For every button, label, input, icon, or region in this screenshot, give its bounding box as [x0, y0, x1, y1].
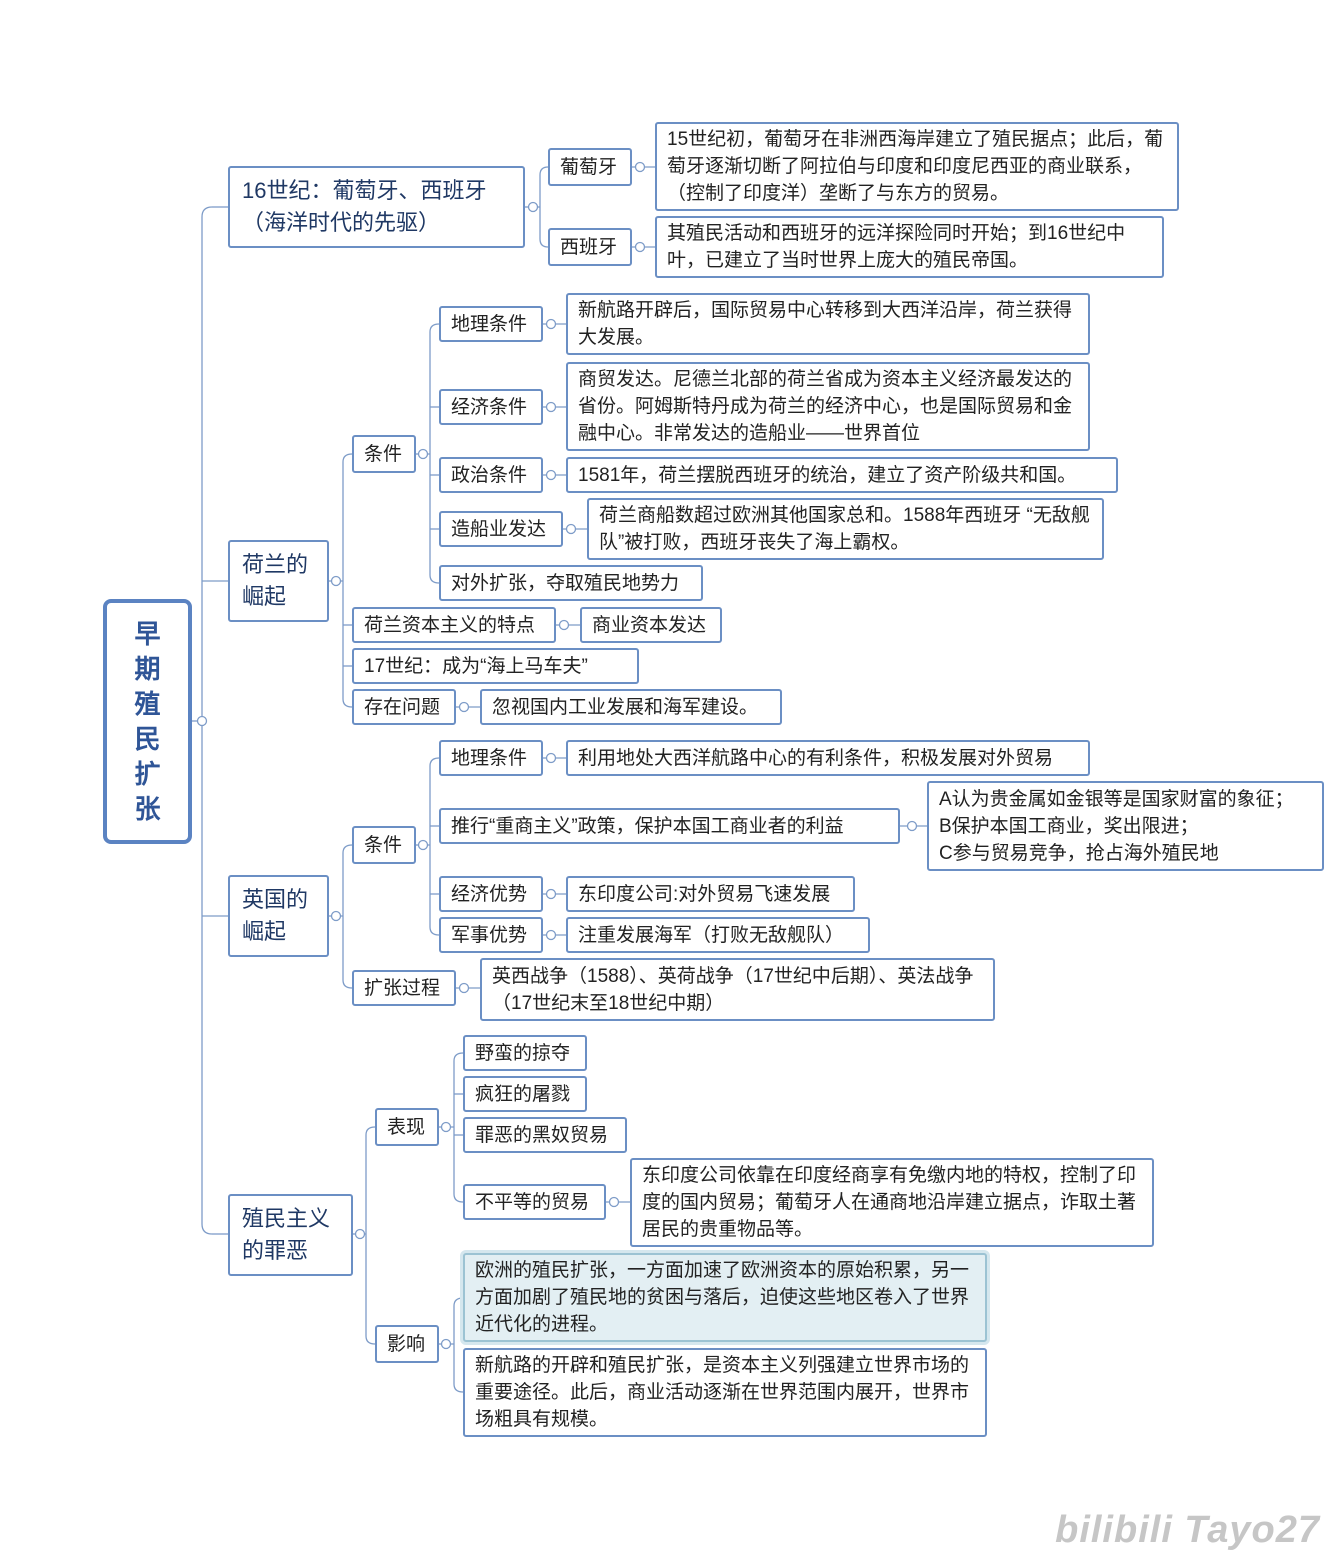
detail-unequal-trade-text: 东印度公司依靠在印度经商享有免缴内地的特权，控制了印度的国内贸易；葡萄牙人在通商… — [642, 1165, 1137, 1240]
detail-uk-military[interactable]: 注重发展海军（打败无敌舰队） — [566, 917, 870, 953]
detail-portugal[interactable]: 15世纪初，葡萄牙在非洲西海岸建立了殖民据点；此后，葡萄牙逐渐切断了阿拉伯与印度… — [655, 122, 1179, 211]
detail-nl-capitalism-feature-text: 商业资本发达 — [592, 614, 707, 636]
topic-manifestations-label: 表现 — [387, 1116, 426, 1138]
detail-nl-geo-text: 新航路开辟后，国际贸易中心转移到大西洋沿岸，荷兰获得大发展。 — [578, 300, 1073, 348]
topic-nl-expansion[interactable]: 对外扩张，夺取殖民地势力 — [439, 565, 703, 601]
detail-impact-1-text: 欧洲的殖民扩张，一方面加速了欧洲资本的原始积累，另一方面加剧了殖民地的贫困与落后… — [475, 1260, 970, 1335]
mercantilism-point-c: C参与贸易竞争，抢占海外殖民地 — [939, 842, 1219, 864]
topic-16th-century[interactable]: 16世纪：葡萄牙、西班牙（海洋时代的先驱） — [228, 166, 525, 248]
detail-nl-shipbuilding[interactable]: 荷兰商船数超过欧洲其他国家总和。1588年西班牙 “无敌舰队”被打败，西班牙丧失… — [587, 498, 1104, 560]
topic-uk-expansion-process-label: 扩张过程 — [364, 977, 441, 999]
detail-impact-2-text: 新航路的开辟和殖民扩张，是资本主义列强建立世界市场的重要途径。此后，商业活动逐渐… — [475, 1355, 970, 1430]
topic-nl-politics[interactable]: 政治条件 — [439, 457, 543, 493]
root-topic[interactable]: 早期殖民扩张 — [103, 599, 192, 844]
topic-massacre-label: 疯狂的屠戮 — [475, 1083, 571, 1105]
topic-uk-econ-label: 经济优势 — [451, 883, 528, 905]
topic-nl-conditions-label: 条件 — [364, 443, 403, 465]
detail-uk-econ[interactable]: 东印度公司:对外贸易飞速发展 — [566, 876, 855, 912]
topic-nl-17th-century[interactable]: 17世纪：成为“海上马车夫” — [352, 648, 639, 684]
topic-nl-shipbuilding[interactable]: 造船业发达 — [439, 511, 563, 547]
topic-uk-econ[interactable]: 经济优势 — [439, 876, 543, 912]
mercantilism-point-a: A认为贵金属如金银等是国家财富的象征； — [939, 788, 1294, 810]
detail-nl-problems-text: 忽视国内工业发展和海军建设。 — [492, 696, 759, 718]
topic-uk-military[interactable]: 军事优势 — [439, 917, 543, 953]
topic-plunder[interactable]: 野蛮的掠夺 — [463, 1035, 587, 1071]
topic-uk-geo[interactable]: 地理条件 — [439, 740, 543, 776]
topic-uk-conditions-label: 条件 — [364, 834, 403, 856]
detail-impact-2[interactable]: 新航路的开辟和殖民扩张，是资本主义列强建立世界市场的重要途径。此后，商业活动逐渐… — [463, 1348, 987, 1437]
topic-nl-geo-label: 地理条件 — [451, 313, 528, 335]
topic-nl-econ-label: 经济条件 — [451, 396, 528, 418]
topic-nl-politics-label: 政治条件 — [451, 464, 528, 486]
topic-uk-military-label: 军事优势 — [451, 924, 528, 946]
topic-nl-problems[interactable]: 存在问题 — [352, 689, 456, 725]
detail-uk-geo-text: 利用地处大西洋航路中心的有利条件，积极发展对外贸易 — [578, 747, 1054, 769]
detail-nl-geo[interactable]: 新航路开辟后，国际贸易中心转移到大西洋沿岸，荷兰获得大发展。 — [566, 293, 1090, 355]
topic-spain[interactable]: 西班牙 — [548, 228, 632, 266]
topic-portugal[interactable]: 葡萄牙 — [548, 148, 632, 186]
detail-uk-expansion-process[interactable]: 英西战争（1588）、英荷战争（17世纪中后期）、英法战争（17世纪末至18世纪… — [480, 958, 995, 1021]
topic-nl-17th-century-label: 17世纪：成为“海上马车夫” — [364, 655, 588, 677]
detail-spain[interactable]: 其殖民活动和西班牙的远洋探险同时开始；到16世纪中叶，已建立了当时世界上庞大的殖… — [655, 216, 1164, 278]
topic-netherlands-rise[interactable]: 荷兰的崛起 — [228, 540, 329, 622]
topic-slave-trade-label: 罪恶的黑奴贸易 — [475, 1124, 609, 1146]
detail-nl-capitalism-feature[interactable]: 商业资本发达 — [580, 607, 722, 643]
detail-nl-problems[interactable]: 忽视国内工业发展和海军建设。 — [480, 689, 782, 725]
detail-nl-econ-text: 商贸发达。尼德兰北部的荷兰省成为资本主义经济最发达的省份。阿姆斯特丹成为荷兰的经… — [578, 369, 1073, 444]
topic-unequal-trade-label: 不平等的贸易 — [475, 1191, 590, 1213]
detail-nl-econ[interactable]: 商贸发达。尼德兰北部的荷兰省成为资本主义经济最发达的省份。阿姆斯特丹成为荷兰的经… — [566, 362, 1090, 451]
topic-britain-rise-label: 英国的崛起 — [242, 887, 309, 944]
topic-nl-capitalism-feature[interactable]: 荷兰资本主义的特点 — [352, 607, 556, 643]
detail-portugal-text: 15世纪初，葡萄牙在非洲西海岸建立了殖民据点；此后，葡萄牙逐渐切断了阿拉伯与印度… — [667, 129, 1164, 204]
topic-nl-problems-label: 存在问题 — [364, 696, 441, 718]
detail-nl-politics[interactable]: 1581年，荷兰摆脱西班牙的统治，建立了资产阶级共和国。 — [566, 457, 1118, 493]
detail-impact-1[interactable]: 欧洲的殖民扩张，一方面加速了欧洲资本的原始积累，另一方面加剧了殖民地的贫困与落后… — [463, 1253, 987, 1342]
topic-colonialism-evils[interactable]: 殖民主义的罪恶 — [228, 1194, 353, 1276]
root-title: 早期殖民扩张 — [134, 618, 161, 824]
topic-uk-conditions[interactable]: 条件 — [352, 826, 416, 864]
topic-netherlands-rise-label: 荷兰的崛起 — [242, 552, 309, 609]
topic-nl-shipbuilding-label: 造船业发达 — [451, 518, 547, 540]
topic-nl-econ[interactable]: 经济条件 — [439, 389, 543, 425]
topic-impact[interactable]: 影响 — [375, 1325, 439, 1363]
topic-nl-geo[interactable]: 地理条件 — [439, 306, 543, 342]
topic-uk-mercantilism[interactable]: 推行“重商主义”政策，保护本国工商业者的利益 — [439, 808, 900, 844]
topic-slave-trade[interactable]: 罪恶的黑奴贸易 — [463, 1117, 627, 1153]
topic-manifestations[interactable]: 表现 — [375, 1108, 439, 1146]
topic-portugal-label: 葡萄牙 — [560, 156, 618, 178]
topic-unequal-trade[interactable]: 不平等的贸易 — [463, 1184, 606, 1220]
detail-nl-shipbuilding-text: 荷兰商船数超过欧洲其他国家总和。1588年西班牙 “无敌舰队”被打败，西班牙丧失… — [599, 505, 1090, 553]
topic-plunder-label: 野蛮的掠夺 — [475, 1042, 571, 1064]
topic-nl-capitalism-feature-label: 荷兰资本主义的特点 — [364, 614, 536, 636]
topic-britain-rise[interactable]: 英国的崛起 — [228, 875, 329, 957]
detail-uk-econ-text: 东印度公司:对外贸易飞速发展 — [578, 883, 831, 905]
topic-uk-mercantilism-label: 推行“重商主义”政策，保护本国工商业者的利益 — [451, 815, 844, 837]
topic-nl-conditions[interactable]: 条件 — [352, 435, 416, 473]
detail-spain-text: 其殖民活动和西班牙的远洋探险同时开始；到16世纪中叶，已建立了当时世界上庞大的殖… — [667, 223, 1126, 271]
topic-uk-expansion-process[interactable]: 扩张过程 — [352, 970, 456, 1006]
topic-spain-label: 西班牙 — [560, 236, 618, 258]
detail-unequal-trade[interactable]: 东印度公司依靠在印度经商享有免缴内地的特权，控制了印度的国内贸易；葡萄牙人在通商… — [630, 1158, 1154, 1247]
topic-16th-century-label: 16世纪：葡萄牙、西班牙（海洋时代的先驱） — [242, 178, 487, 235]
watermark-logo: bilibili Tayo27 — [1055, 1509, 1320, 1551]
topic-nl-expansion-label: 对外扩张，夺取殖民地势力 — [451, 572, 680, 594]
detail-uk-expansion-process-text: 英西战争（1588）、英荷战争（17世纪中后期）、英法战争（17世纪末至18世纪… — [492, 965, 974, 1014]
topic-uk-geo-label: 地理条件 — [451, 747, 528, 769]
detail-uk-geo[interactable]: 利用地处大西洋航路中心的有利条件，积极发展对外贸易 — [566, 740, 1090, 776]
detail-uk-mercantilism[interactable]: A认为贵金属如金银等是国家财富的象征； B保护本国工商业，奖出限进； C参与贸易… — [927, 781, 1324, 871]
topic-massacre[interactable]: 疯狂的屠戮 — [463, 1076, 587, 1112]
detail-uk-military-text: 注重发展海军（打败无敌舰队） — [578, 924, 845, 946]
mercantilism-point-b: B保护本国工商业，奖出限进； — [939, 815, 1199, 837]
topic-impact-label: 影响 — [387, 1333, 426, 1355]
topic-colonialism-evils-label: 殖民主义的罪恶 — [242, 1206, 331, 1263]
detail-nl-politics-text: 1581年，荷兰摆脱西班牙的统治，建立了资产阶级共和国。 — [578, 464, 1077, 486]
